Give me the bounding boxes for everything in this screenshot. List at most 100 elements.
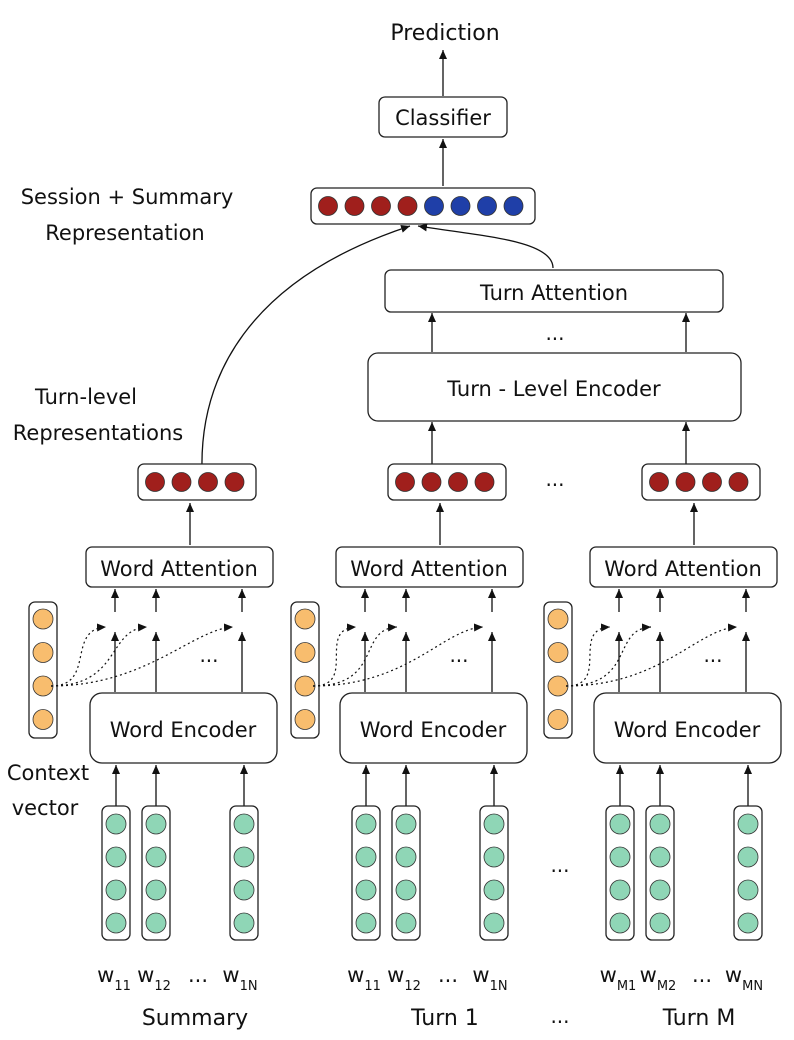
col3-word-encoder-label: Word Encoder [614, 718, 761, 742]
col2-word-input-node [395, 912, 417, 934]
col2-token-label: w1N [472, 963, 507, 994]
col1-context-node [32, 642, 54, 663]
col2-column-name: Turn 1 [410, 1006, 479, 1031]
col1-turn-rep-node [224, 472, 245, 492]
names-between-ellipsis: ... [550, 1004, 569, 1028]
col1-word-input-node [105, 912, 127, 934]
col1-token-label: w12 [137, 963, 171, 994]
col3-word-input-node [609, 813, 631, 835]
col1-turn-rep-node [145, 472, 165, 492]
col2-context-vector [290, 601, 320, 739]
turn-attention-to-session-curve [417, 223, 554, 269]
classifier-label: Classifier [395, 106, 491, 130]
col1-context-vector [28, 601, 58, 739]
col3-word-input-node [609, 879, 631, 901]
col3-context-node [547, 642, 569, 663]
col1-context-node [32, 675, 54, 697]
classifier-box [378, 96, 508, 138]
col2-context-node [294, 675, 316, 697]
session-representation-label-line2: Representation [45, 221, 205, 245]
turn-attention-box [384, 269, 724, 313]
col3-word-input-node [649, 813, 671, 835]
col1-word-input-node [105, 879, 127, 901]
context-vector-label-line2: vector [12, 796, 79, 820]
col3-attention-ellipsis: ... [703, 643, 722, 667]
prediction-label: Prediction [390, 21, 499, 46]
col2-turn-rep-node [474, 472, 495, 492]
col1-word-input-vector [101, 805, 131, 941]
session-representation-label-line1: Session + Summary [21, 185, 234, 209]
col2-word-input-node [355, 912, 377, 934]
col1-context-attention-curve [50, 623, 148, 687]
col2-context-node [294, 608, 316, 630]
col3-context-node [547, 608, 569, 630]
col3-word-input-node [737, 813, 759, 835]
col3-word-encoder-box [593, 692, 782, 764]
col3-turn-rep-node [702, 472, 722, 492]
col2-turn-rep-node [448, 472, 468, 492]
col1-token-label: w1N [222, 963, 257, 994]
col1-word-input-node [145, 846, 167, 868]
col2-turn-representation [387, 463, 507, 501]
col3-word-input-node [649, 846, 671, 868]
col2-word-input-vector [391, 805, 421, 941]
col3-word-attention-box [589, 546, 778, 588]
col2-word-input-node [355, 846, 377, 868]
col2-word-input-node [355, 813, 377, 835]
col2-word-input-node [395, 879, 417, 901]
col3-word-input-vector [605, 805, 635, 941]
col1-word-input-vector [141, 805, 171, 941]
col2-context-node [294, 709, 316, 730]
col2-word-attention-label: Word Attention [350, 557, 508, 581]
col1-word-input-node [233, 912, 255, 934]
turn-level-label-line2: Representations [13, 421, 183, 445]
col2-attention-ellipsis: ... [449, 643, 468, 667]
col1-token-label: w11 [97, 963, 131, 994]
col2-context-node [294, 642, 316, 663]
col2-word-attention-box [335, 546, 524, 588]
session-red-node [397, 196, 418, 216]
col1-word-input-node [105, 846, 127, 868]
session-red-node [344, 196, 365, 216]
col2-turn-rep-node [421, 472, 442, 492]
col2-word-input-vector [351, 805, 381, 941]
col3-token-label: wM2 [640, 963, 677, 994]
session-blue-node [503, 196, 524, 216]
col2-context-attention-curve [312, 623, 398, 687]
col2-word-encoder-label: Word Encoder [360, 718, 507, 742]
col3-context-attention-curve [565, 623, 738, 687]
col3-context-vector [543, 601, 573, 739]
col1-word-encoder-box [89, 692, 278, 764]
col2-token-label: ... [438, 963, 458, 987]
context-vector-label-line1: Context [7, 761, 89, 785]
col3-word-input-node [649, 912, 671, 934]
session-red-node [318, 196, 338, 216]
session-blue-node [450, 196, 471, 216]
turn-attention-label: Turn Attention [479, 281, 628, 305]
col1-context-attention-curve [50, 623, 234, 687]
col2-word-input-node [395, 846, 417, 868]
col2-context-attention-curve [312, 623, 484, 687]
col1-word-attention-label: Word Attention [100, 557, 258, 581]
col2-word-input-node [483, 846, 505, 868]
col1-attention-ellipsis: ... [199, 643, 218, 667]
session-blue-node [477, 196, 497, 216]
col3-turn-representation [641, 463, 761, 501]
col1-context-node [32, 709, 54, 730]
summary-to-session-curve [201, 225, 411, 471]
col1-word-input-vector [229, 805, 259, 941]
col3-column-name: Turn M [662, 1006, 736, 1031]
col2-word-input-node [483, 912, 505, 934]
col3-token-label: ... [692, 963, 712, 987]
turn-mid-ellipsis: ... [545, 321, 564, 345]
col1-turn-representation [137, 463, 257, 501]
col3-context-attention-curve [565, 623, 652, 687]
col3-word-input-node [649, 879, 671, 901]
col3-word-input-vector [733, 805, 763, 941]
col2-turn-rep-node [395, 472, 415, 492]
turn-level-encoder-label: Turn - Level Encoder [446, 377, 661, 401]
col2-word-input-node [483, 813, 505, 835]
